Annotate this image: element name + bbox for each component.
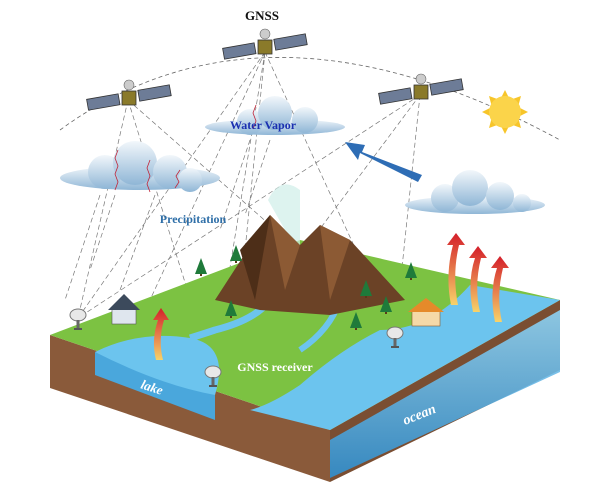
orbit-arc [59, 57, 561, 141]
lake [95, 335, 220, 395]
clouds [60, 96, 545, 214]
river [188, 297, 273, 342]
cloud-center [205, 96, 345, 135]
lake-label: lake [139, 377, 165, 398]
precipitation-label: Precipitation [160, 212, 227, 226]
signal-delay-paths [114, 104, 257, 193]
land-surface [50, 240, 560, 430]
cloud-left [60, 141, 220, 192]
house-left-icon [108, 294, 140, 325]
gnss-satellite-icon [86, 79, 172, 111]
gnss-label: GNSS [245, 8, 279, 23]
house-right-icon [408, 298, 444, 327]
mountains [215, 184, 405, 315]
evaporation-arrows [153, 233, 509, 360]
gnss-receiver-label: GNSS receiver [237, 360, 313, 374]
ocean-side [330, 310, 560, 478]
lake-side [95, 352, 215, 420]
sun-icon [482, 90, 528, 134]
ocean [250, 285, 560, 430]
moisture-transport-arrow [345, 142, 422, 182]
water-vapor-label: Water Vapor [230, 118, 297, 132]
gnss-satellite-icon [378, 73, 464, 105]
cloud-right [405, 170, 545, 214]
